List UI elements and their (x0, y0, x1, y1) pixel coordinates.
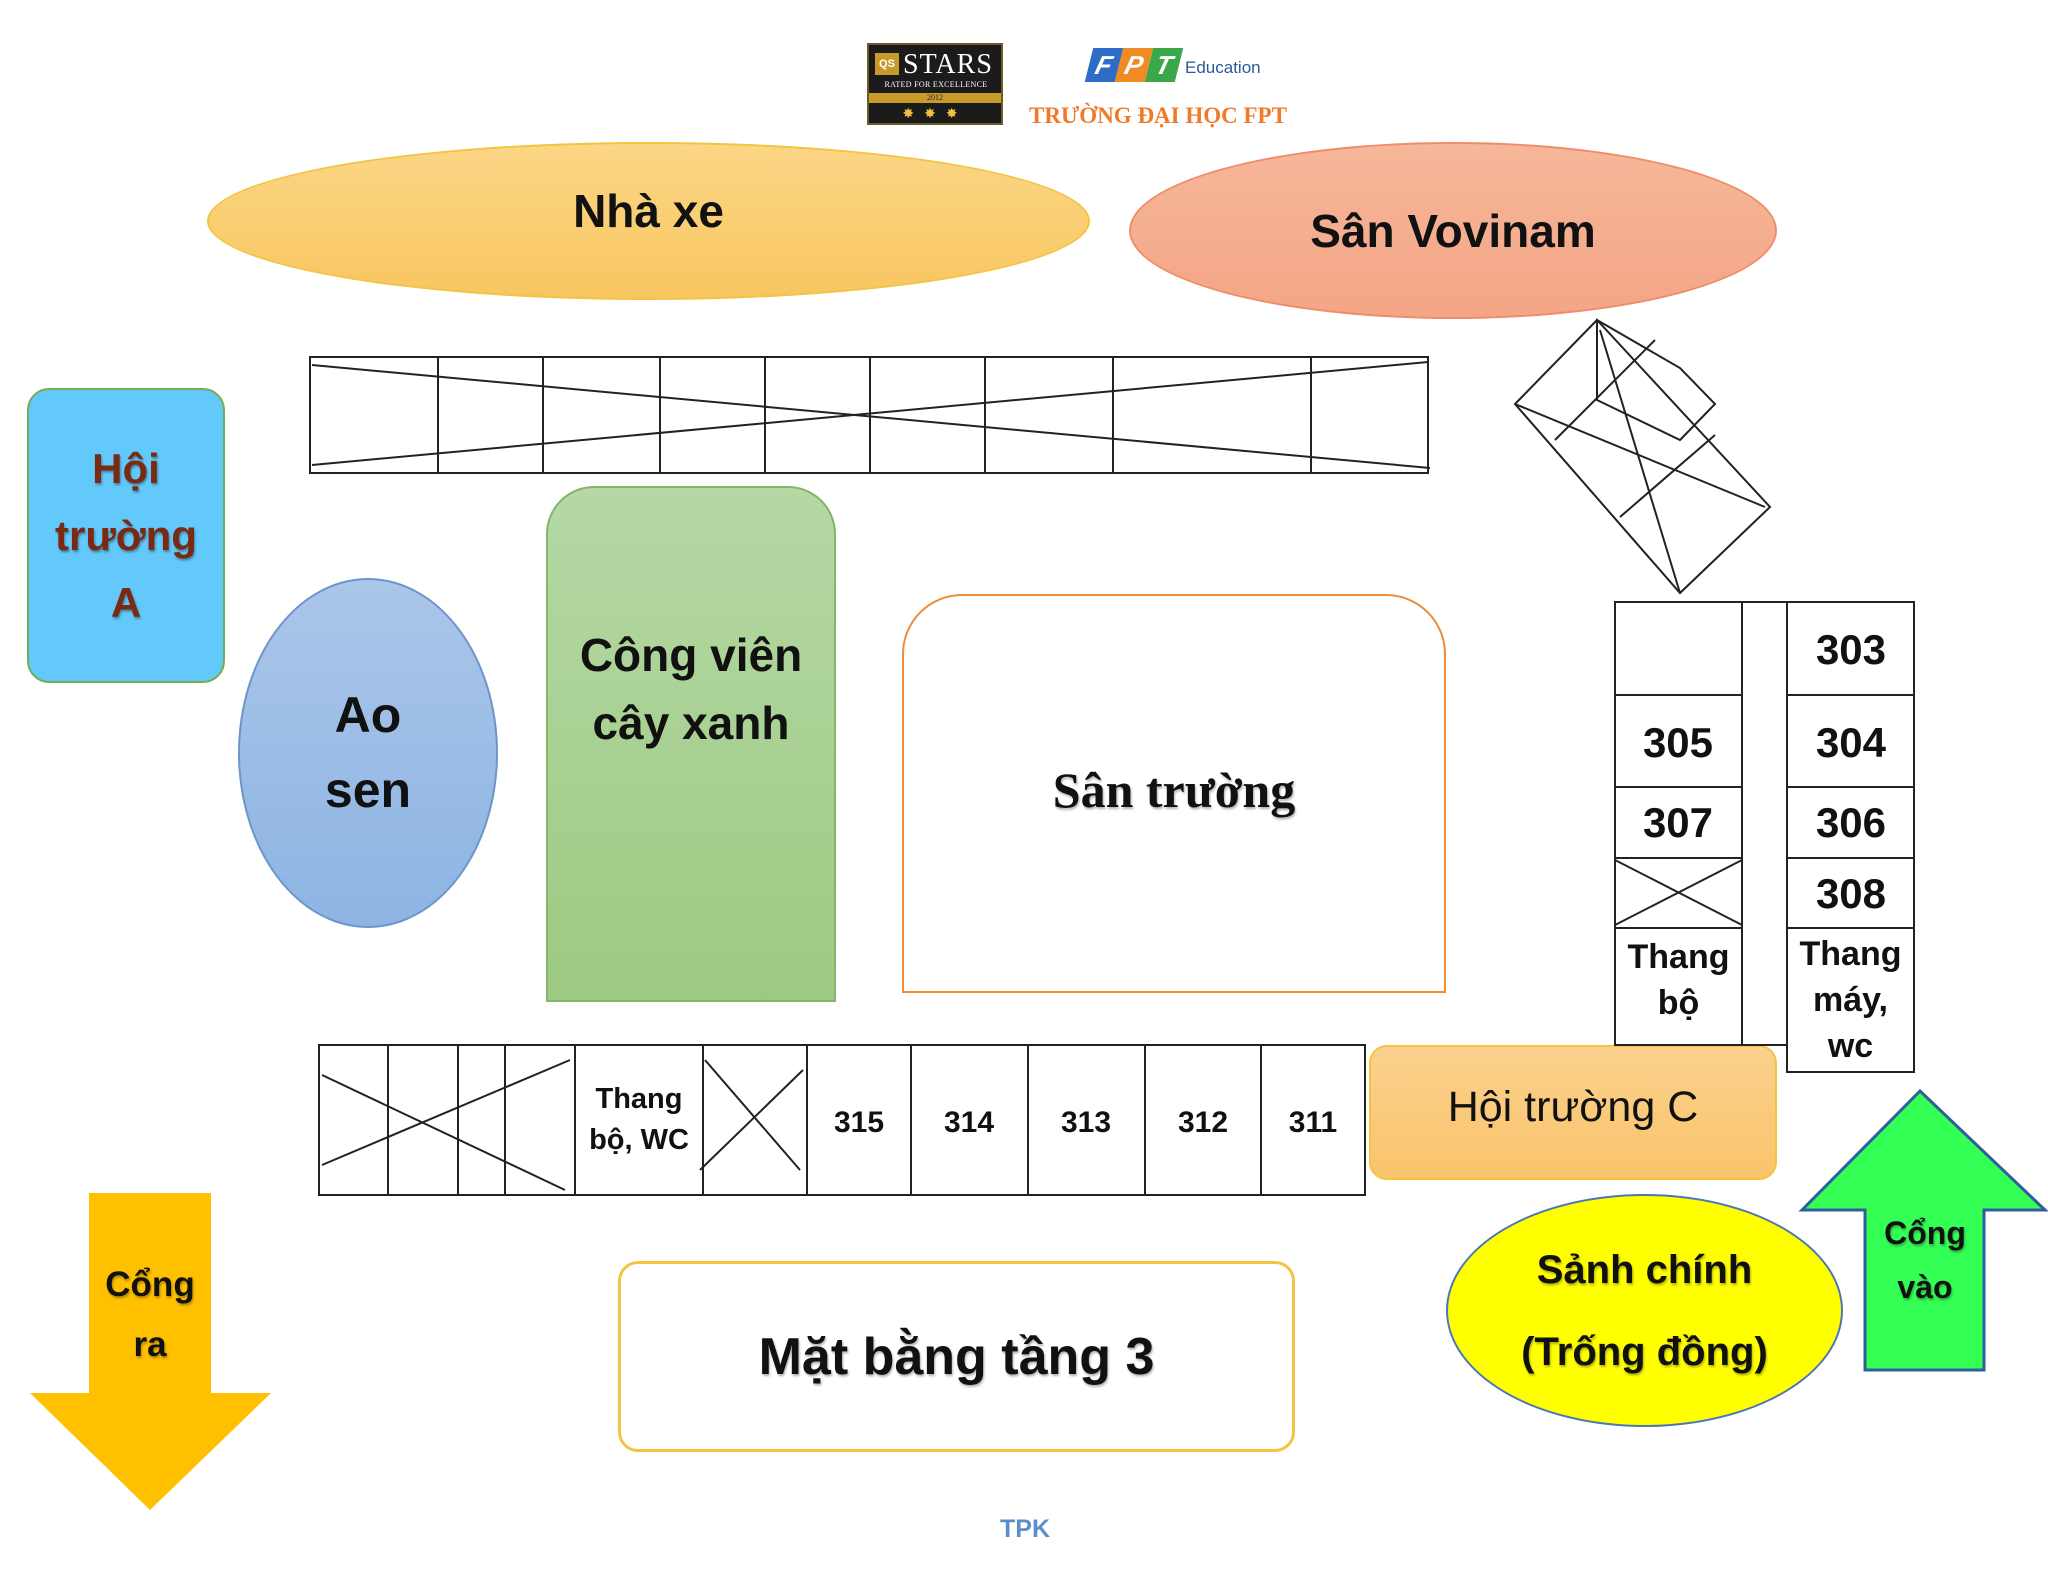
qs-logo-box: QS (875, 53, 899, 75)
nha-xe-area: Nhà xe (207, 142, 1090, 300)
room-312: 312 (1178, 1106, 1228, 1139)
mat-bang-title-box: Mặt bằng tầng 3 (618, 1261, 1295, 1452)
qs-stars-word: STARS (903, 49, 993, 80)
mat-bang-title: Mặt bằng tầng 3 (758, 1327, 1155, 1386)
cong-ra-arrow-icon (30, 1193, 271, 1510)
san-truong-area: Sân trường (902, 594, 1446, 993)
sanh-chinh-sublabel: (Trống đồng) (1521, 1329, 1768, 1374)
room-305: 305 (1643, 719, 1713, 766)
hoi-truong-a-area: Hội trường A (27, 388, 225, 683)
signature: TPK (1000, 1514, 1050, 1543)
right-wing-elevator-wc: Thang máy, wc (1799, 935, 1902, 1065)
cong-ra-text: Cổng ra (105, 1265, 195, 1364)
bottom-wing-block (318, 1044, 1366, 1196)
san-truong-label: Sân trường (1052, 761, 1296, 818)
san-vovinam-label: Sân Vovinam (1310, 204, 1596, 257)
room-306: 306 (1816, 799, 1886, 846)
cong-vien-label: Công viên cây xanh (579, 629, 803, 749)
qs-stars-logo: QS STARS RATED FOR EXCELLENCE 2012 ✸✸✸ (867, 43, 1003, 125)
cong-ra-label: Cổng ra (60, 1250, 240, 1380)
sanh-chinh-label: Sảnh chính (1536, 1247, 1753, 1292)
sanh-chinh-area: Sảnh chính (Trống đồng) (1446, 1194, 1843, 1427)
fpt-education-logo: F P T Education (1084, 46, 1303, 86)
hoi-truong-a-label: Hội trường A (55, 445, 197, 626)
room-307: 307 (1643, 799, 1713, 846)
cong-vien-area: Công viên cây xanh (546, 486, 836, 1002)
cong-vao-arrow-icon (1798, 1088, 2048, 1372)
right-wing-stairs: Thang bộ (1627, 938, 1730, 1022)
fpt-education-word: Education (1185, 58, 1261, 77)
ao-sen-area: Ao sen (238, 578, 498, 928)
hoi-truong-c-label: Hội trường C (1447, 1083, 1699, 1131)
qs-subtitle: RATED FOR EXCELLENCE (884, 80, 988, 89)
cong-vao-text: Cổng vào (1884, 1215, 1966, 1305)
room-304: 304 (1816, 719, 1887, 766)
qs-stars-icon: ✸✸✸ (902, 105, 968, 121)
room-314: 314 (944, 1106, 994, 1139)
room-315: 315 (834, 1106, 884, 1139)
university-name: TRƯỜNG ĐẠI HỌC FPT (1029, 103, 1287, 128)
right-wing-right-column (1786, 601, 1915, 1073)
room-311: 311 (1289, 1106, 1337, 1139)
room-303: 303 (1816, 626, 1886, 673)
cong-vao-label: Cổng vào (1830, 1195, 2020, 1325)
room-313: 313 (1061, 1106, 1111, 1139)
qs-year: 2012 (869, 93, 1001, 103)
right-wing-left-column (1614, 601, 1743, 1046)
ao-sen-label: Ao sen (324, 687, 412, 818)
hoi-truong-c-area: Hội trường C (1369, 1045, 1777, 1180)
nha-xe-label: Nhà xe (573, 185, 724, 237)
room-308: 308 (1816, 870, 1886, 917)
san-vovinam-area: Sân Vovinam (1129, 142, 1777, 319)
bottom-wing-stairs-wc: Thang bộ, WC (589, 1083, 689, 1156)
